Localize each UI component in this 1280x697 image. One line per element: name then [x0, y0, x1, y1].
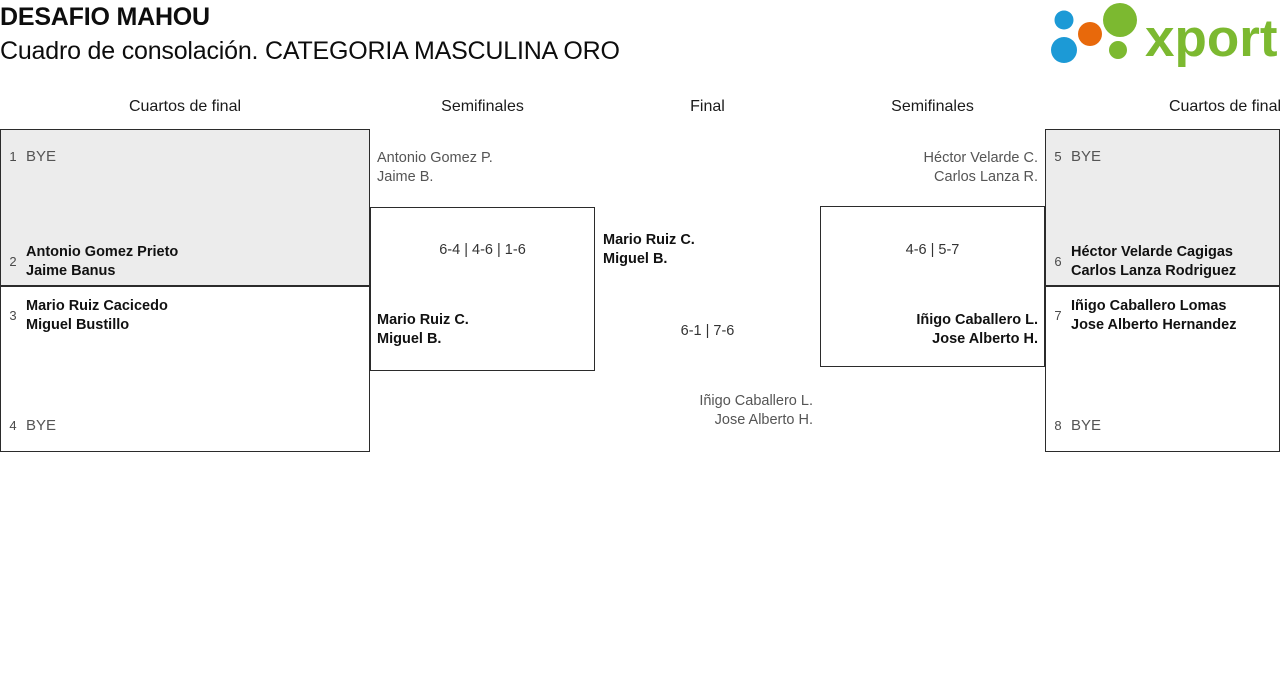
- round-header-final: Final: [690, 98, 725, 115]
- left-semifinal-loser: Antonio Gomez P. Jaime B.: [377, 149, 493, 187]
- player-line-1: Mario Ruiz Cacicedo: [26, 298, 168, 314]
- entry-seed-2[interactable]: 2 Antonio Gomez Prieto Jaime Banus: [8, 243, 178, 281]
- loser-line-1: Héctor Velarde C.: [923, 150, 1038, 166]
- player-names: Mario Ruiz Cacicedo Miguel Bustillo: [26, 297, 168, 335]
- player-names: Antonio Gomez Prieto Jaime Banus: [26, 243, 178, 281]
- round-header-right-quarters: Cuartos de final: [1168, 98, 1280, 115]
- match-box-left-semifinal[interactable]: [370, 207, 595, 371]
- player-names: Iñigo Caballero Lomas Jose Alberto Herna…: [1071, 297, 1236, 335]
- player-name: BYE: [1071, 148, 1102, 165]
- logo-dot-orange: [1078, 22, 1102, 46]
- right-semifinal-winner: Iñigo Caballero L. Jose Alberto H.: [820, 311, 1038, 349]
- final-score: 6-1 | 7-6: [680, 323, 735, 339]
- bracket-subtitle: Cuadro de consolación. CATEGORIA MASCULI…: [0, 37, 620, 65]
- seed-number: 8: [1054, 417, 1062, 433]
- logo-dot-green-large: [1103, 3, 1137, 37]
- final-left-line-1: Mario Ruiz C.: [603, 232, 695, 248]
- entry-seed-4[interactable]: 4 BYE: [8, 416, 56, 435]
- left-semifinal-score: 6-4 | 4-6 | 1-6: [439, 242, 526, 258]
- match-box-right-semifinal[interactable]: [820, 206, 1045, 367]
- seed-number: 7: [1054, 308, 1062, 323]
- match-box-left-qf1[interactable]: [0, 129, 370, 286]
- loser-line-2: Carlos Lanza R.: [934, 169, 1038, 185]
- player-name: BYE: [1071, 417, 1102, 434]
- entry-seed-1[interactable]: 1 BYE: [8, 147, 56, 166]
- player-line-1: Iñigo Caballero Lomas: [1071, 298, 1227, 314]
- round-header-right-semis: Semifinales: [891, 98, 974, 115]
- seed-number: 6: [1054, 254, 1062, 269]
- loser-line-2: Jaime B.: [377, 169, 434, 185]
- logo-dot-blue-bottom: [1051, 37, 1077, 63]
- entry-seed-8[interactable]: 8 BYE: [1053, 416, 1101, 435]
- seed-number: 1: [9, 148, 17, 164]
- entry-seed-3[interactable]: 3 Mario Ruiz Cacicedo Miguel Bustillo: [8, 297, 168, 335]
- entry-seed-7[interactable]: 7 Iñigo Caballero Lomas Jose Alberto Her…: [1053, 297, 1236, 335]
- final-left-player: Mario Ruiz C. Miguel B.: [603, 231, 695, 269]
- match-box-left-qf2[interactable]: [0, 286, 370, 452]
- final-right-player: Iñigo Caballero L. Jose Alberto H.: [600, 392, 813, 430]
- player-names: Héctor Velarde Cagigas Carlos Lanza Rodr…: [1071, 243, 1236, 281]
- left-semifinal-winner: Mario Ruiz C. Miguel B.: [377, 311, 469, 349]
- final-left-line-2: Miguel B.: [603, 251, 668, 267]
- seed-number: 4: [9, 417, 17, 433]
- right-semifinal-score: 4-6 | 5-7: [905, 242, 960, 258]
- xporty-logo[interactable]: xporty: [1042, 2, 1278, 72]
- player-line-2: Jaime Banus: [26, 263, 116, 279]
- seed-number: 2: [9, 254, 17, 269]
- entry-seed-6[interactable]: 6 Héctor Velarde Cagigas Carlos Lanza Ro…: [1053, 243, 1236, 281]
- winner-line-2: Miguel B.: [377, 331, 442, 347]
- round-header-left-semis: Semifinales: [441, 98, 524, 115]
- player-line-1: Héctor Velarde Cagigas: [1071, 244, 1233, 260]
- entry-seed-5[interactable]: 5 BYE: [1053, 147, 1101, 166]
- player-line-2: Carlos Lanza Rodriguez: [1071, 263, 1237, 279]
- seed-number: 5: [1054, 148, 1062, 164]
- player-name: BYE: [26, 148, 57, 165]
- header-titles: DESAFIO MAHOU Cuadro de consolación. CAT…: [0, 0, 900, 68]
- winner-line-2: Jose Alberto H.: [932, 331, 1038, 347]
- player-line-1: Antonio Gomez Prieto: [26, 244, 179, 260]
- match-box-right-qf2[interactable]: [1045, 286, 1280, 452]
- seed-number: 3: [9, 308, 17, 323]
- round-header-left-quarters: Cuartos de final: [128, 98, 242, 115]
- right-semifinal-loser: Héctor Velarde C. Carlos Lanza R.: [820, 149, 1038, 187]
- tournament-title: DESAFIO MAHOU: [0, 3, 210, 31]
- loser-line-1: Antonio Gomez P.: [377, 150, 493, 166]
- player-line-2: Jose Alberto Hernandez: [1071, 317, 1237, 333]
- final-right-line-2: Jose Alberto H.: [714, 412, 813, 428]
- player-line-2: Miguel Bustillo: [26, 317, 130, 333]
- player-name: BYE: [26, 417, 57, 434]
- winner-line-1: Mario Ruiz C.: [377, 312, 469, 328]
- logo-dot-green-small: [1109, 41, 1127, 59]
- winner-line-1: Iñigo Caballero L.: [916, 312, 1038, 328]
- logo-wordmark: xporty: [1145, 9, 1278, 68]
- final-right-line-1: Iñigo Caballero L.: [699, 393, 813, 409]
- match-box-right-qf1[interactable]: [1045, 129, 1280, 286]
- logo-dot-blue-top: [1054, 10, 1074, 30]
